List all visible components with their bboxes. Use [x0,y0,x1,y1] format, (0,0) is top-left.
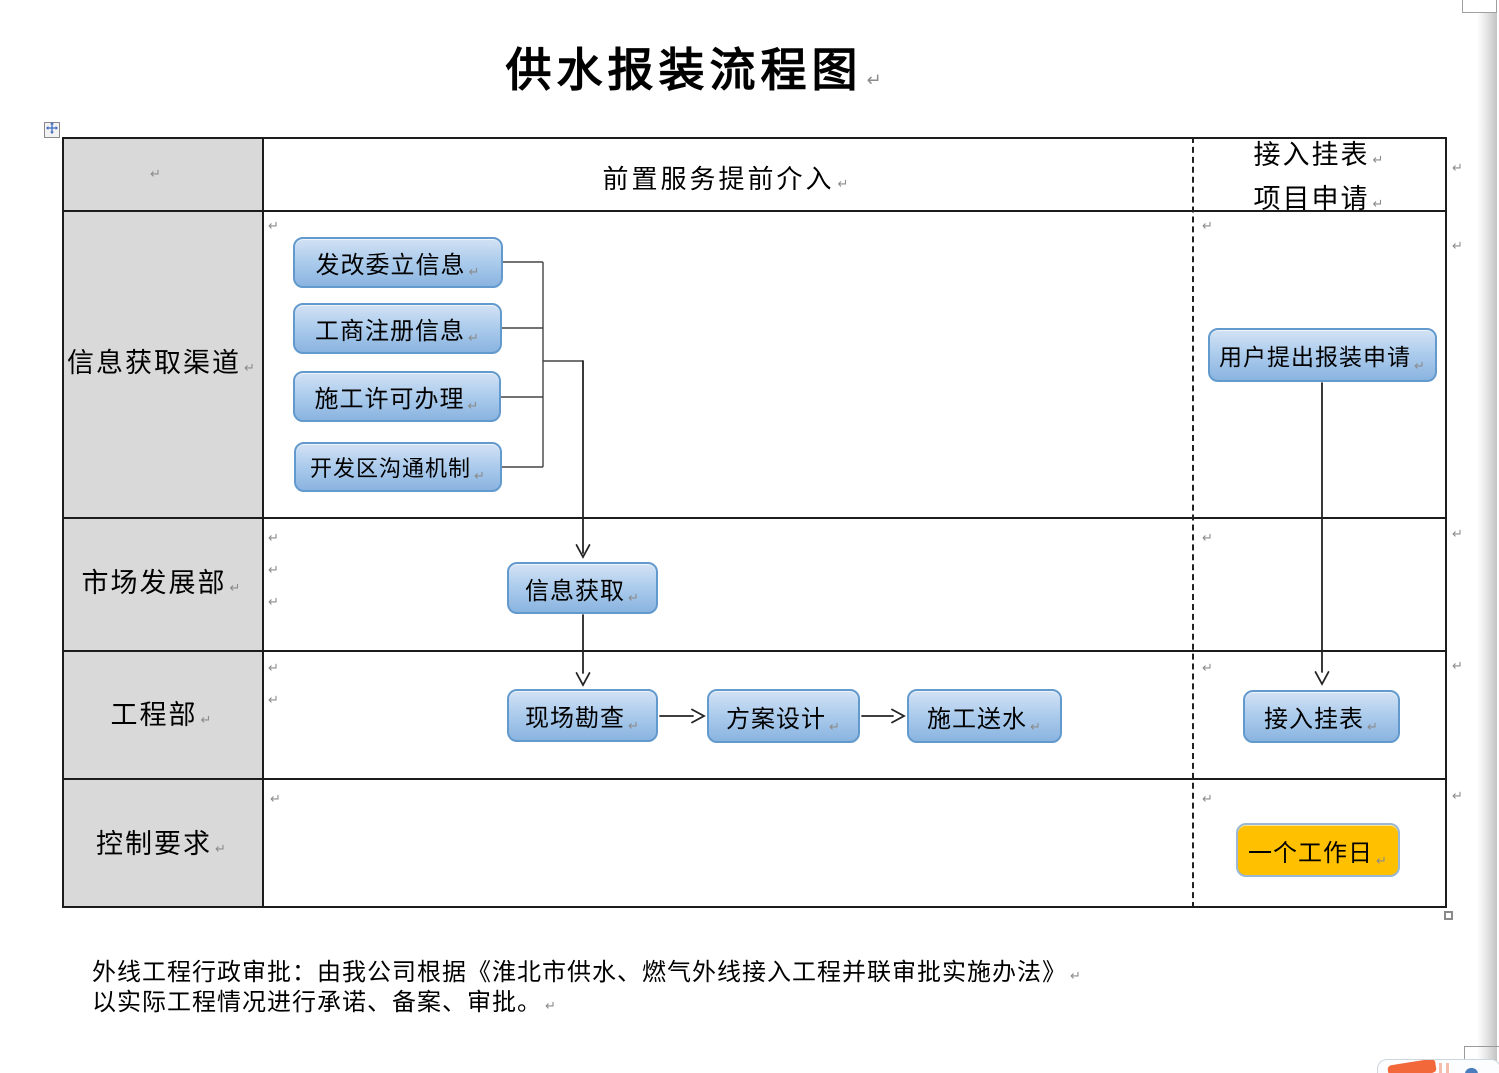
document-title-text: 供水报装流程图 [505,45,863,96]
formatting-mark: ↵ [200,713,214,728]
row-label-control-req: 控制要求↵ [62,829,262,865]
widget-blue-fragment [1465,1068,1478,1073]
process-table [62,137,1447,908]
formatting-mark: ↵ [1372,153,1386,168]
box-business-registration[interactable]: 工商注册信息↵ [293,303,502,354]
formatting-mark: ↵ [1030,720,1042,735]
formatting-mark: ↵ [1202,531,1213,546]
formatting-mark: ↵ [270,792,281,807]
header-meter-line1: 接入挂表 [1253,140,1370,170]
table-row-border [62,650,1447,652]
row-label-info-channels: 信息获取渠道↵ [62,348,262,384]
formatting-mark: ↵ [229,581,243,596]
top-right-fragment [1462,0,1497,13]
row-label-engineering-dept: 工程部↵ [62,700,262,736]
header-meter-application: 接入挂表↵ 项目申请↵ [1192,136,1447,224]
formatting-mark: ↵ [215,842,228,857]
widget-tick [1439,1063,1442,1073]
row-label-text: 工程部 [110,700,198,730]
box-scheme-design[interactable]: 方案设计↵ [707,689,860,743]
box-label: 开发区沟通机制 [310,456,472,481]
box-label: 工商注册信息 [315,319,466,345]
formatting-mark: ↵ [1372,197,1386,212]
formatting-mark: ↵ [1070,969,1082,984]
box-label: 用户提出报装申请 [1219,345,1412,370]
formatting-mark: ↵ [1376,854,1388,869]
box-label: 接入挂表 [1264,707,1365,733]
formatting-mark: ↵ [468,331,480,346]
formatting-mark: ↵ [268,531,279,546]
formatting-mark: ↵ [837,177,852,192]
box-label: 一个工作日 [1248,840,1374,867]
box-label: 发改委立信息 [315,253,466,279]
row-label-text: 市场发展部 [81,568,227,598]
formatting-mark: ↵ [268,595,279,610]
formatting-mark: ↵ [268,693,279,708]
box-ndrc-info[interactable]: 发改委立信息↵ [293,237,503,288]
formatting-mark: ↵ [1414,359,1426,374]
widget-tick [1446,1063,1449,1073]
move-icon [46,121,58,139]
table-row-border [62,778,1447,780]
footer-note-line2: 以实际工程情况进行承诺、备案、审批。↵ [92,982,557,1017]
formatting-mark: ↵ [545,999,557,1014]
box-construction-permit[interactable]: 施工许可办理↵ [293,371,501,422]
formatting-mark: ↵ [1202,661,1213,676]
box-site-survey[interactable]: 现场勘查↵ [507,689,658,742]
formatting-mark: ↵ [866,70,887,91]
formatting-mark: ↵ [474,469,486,484]
formatting-mark: ↵ [628,591,640,606]
formatting-mark: ↵ [268,661,279,676]
header-preservice-text: 前置服务提前介入 [602,165,835,194]
header-meter-line2: 项目申请 [1253,184,1370,214]
box-meter-connection[interactable]: 接入挂表↵ [1243,690,1400,743]
box-label: 方案设计 [726,706,827,733]
widget-callout-line [1464,1046,1499,1047]
footer-note-line1: 外线工程行政审批：由我公司根据《淮北市供水、燃气外线接入工程并联审批实施办法》↵ [92,952,1082,987]
bottom-right-widget[interactable] [1377,1059,1499,1073]
table-column-border [262,137,264,908]
dashed-divider [1192,137,1194,908]
widget-callout-line [1464,1046,1465,1060]
table-move-handle[interactable] [44,122,60,138]
formatting-mark: ↵ [150,167,161,182]
formatting-mark: ↵ [1202,792,1213,807]
formatting-mark: ↵ [829,720,841,735]
box-label: 施工许可办理 [314,387,465,413]
box-devzone-communication[interactable]: 开发区沟通机制↵ [294,442,502,492]
formatting-mark: ↵ [1367,720,1379,735]
formatting-mark: ↵ [1452,161,1463,176]
table-resize-handle[interactable] [1444,911,1453,920]
formatting-mark: ↵ [1452,659,1463,674]
orange-logo-fragment-icon [1387,1060,1437,1073]
box-construction-water[interactable]: 施工送水↵ [907,689,1062,743]
box-label: 信息获取 [525,578,626,605]
table-row-border [62,517,1447,519]
formatting-mark: ↵ [468,265,481,280]
formatting-mark: ↵ [1202,219,1213,234]
formatting-mark: ↵ [244,361,257,376]
formatting-mark: ↵ [467,399,480,414]
box-one-workday[interactable]: 一个工作日↵ [1236,823,1400,877]
formatting-mark: ↵ [628,719,640,734]
box-label: 施工送水 [927,706,1028,733]
row-label-text: 信息获取渠道 [67,348,242,378]
formatting-mark: ↵ [268,563,279,578]
formatting-mark: ↵ [1452,527,1463,542]
page-edge-shadow [1477,0,1497,1073]
formatting-mark: ↵ [1452,239,1463,254]
row-label-market-dept: 市场发展部↵ [62,568,262,604]
formatting-mark: ↵ [268,219,279,234]
document-title: 供水报装流程图↵ [0,34,1392,100]
table-row-border [62,210,1447,212]
formatting-mark: ↵ [1452,789,1463,804]
box-label: 现场勘查 [525,706,626,732]
header-preservice: 前置服务提前介入↵ [262,159,1192,196]
footer-text: 外线工程行政审批：由我公司根据《淮北市供水、燃气外线接入工程并联审批实施办法》 [92,960,1067,986]
row-label-text: 控制要求 [96,829,213,859]
box-user-application[interactable]: 用户提出报装申请↵ [1208,328,1437,382]
footer-text: 以实际工程情况进行承诺、备案、审批。 [92,990,542,1016]
box-info-acquisition[interactable]: 信息获取↵ [507,562,658,614]
